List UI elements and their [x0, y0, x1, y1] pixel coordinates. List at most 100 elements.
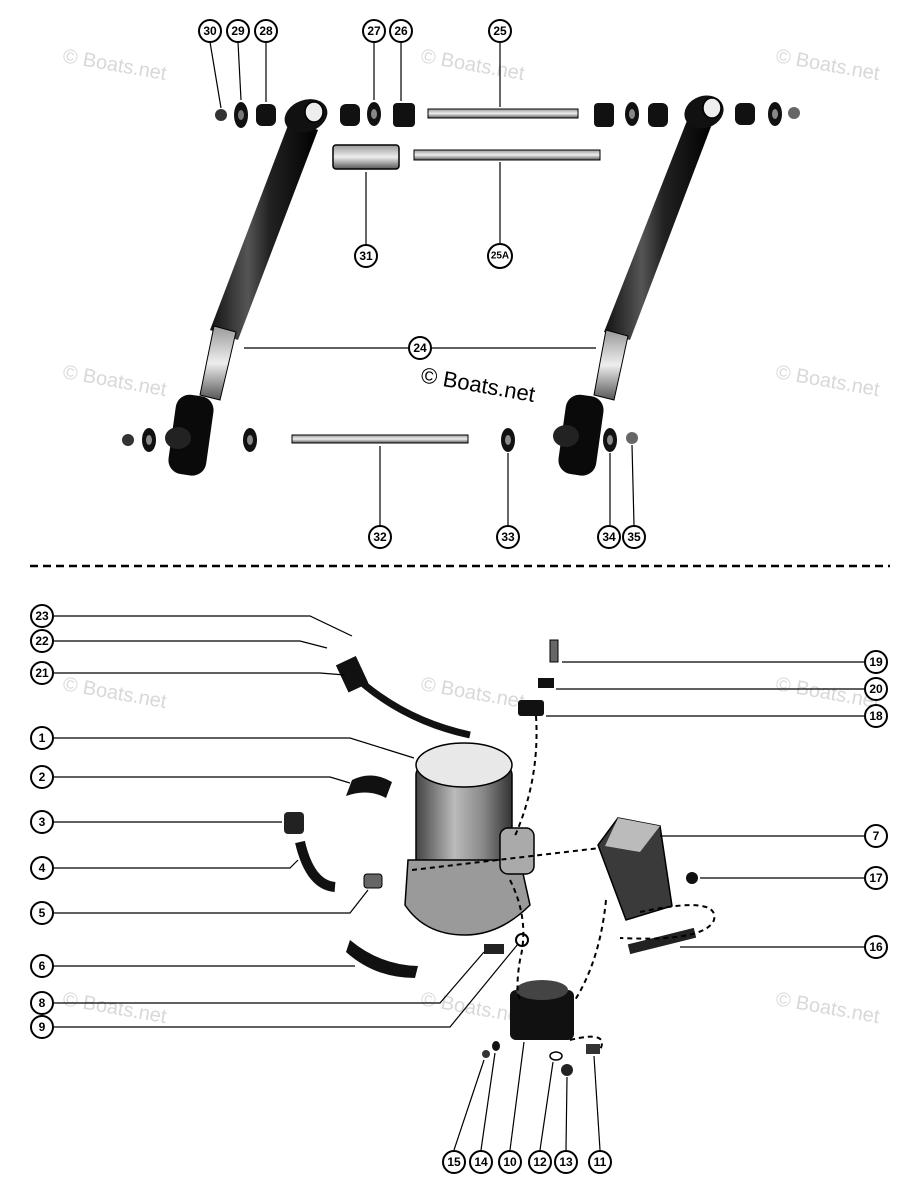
callout-4[interactable]: 4 — [30, 856, 54, 880]
callout-label: 25 — [493, 24, 507, 38]
callout-25a[interactable]: 25A — [487, 243, 513, 269]
callout-label: 23 — [35, 609, 49, 623]
callout-19[interactable]: 19 — [864, 650, 888, 674]
pin-part-32 — [291, 434, 469, 444]
callout-label: 21 — [35, 666, 49, 680]
callout-label: 25A — [491, 251, 509, 262]
bushing-part-26 — [393, 103, 415, 127]
callout-label: 27 — [367, 24, 381, 38]
pump-motor — [404, 742, 535, 936]
wire-harness — [513, 715, 538, 839]
callout-label: 5 — [39, 906, 46, 920]
nut-part-17 — [686, 872, 698, 884]
sleeve-part-31 — [332, 144, 400, 170]
callout-label: 29 — [231, 24, 245, 38]
callout-label: 11 — [594, 1155, 607, 1169]
left-trim-cylinder — [165, 99, 328, 476]
fitting-part-3 — [284, 812, 304, 834]
callout-label: 30 — [203, 24, 217, 38]
tube-part-25a — [413, 149, 601, 161]
callout-10[interactable]: 10 — [498, 1150, 522, 1174]
watermark: © Boats.net — [774, 988, 881, 1028]
screw-part-11 — [586, 1044, 600, 1054]
callout-9[interactable]: 9 — [30, 1015, 54, 1039]
callout-17[interactable]: 17 — [864, 866, 888, 890]
callout-25[interactable]: 25 — [488, 19, 512, 43]
bolt-part-8 — [484, 944, 504, 954]
solenoid-part-10 — [510, 980, 574, 1040]
callout-32[interactable]: 32 — [368, 525, 392, 549]
watermark: © Boats.net — [61, 361, 168, 401]
callout-16[interactable]: 16 — [864, 935, 888, 959]
callout-6[interactable]: 6 — [30, 954, 54, 978]
washer-part-14 — [492, 1041, 500, 1051]
bushing-right — [594, 103, 614, 127]
callout-label: 6 — [39, 959, 46, 973]
callout-24[interactable]: 24 — [408, 336, 432, 360]
callout-label: 26 — [394, 24, 408, 38]
callout-label: 1 — [39, 731, 46, 745]
callout-3[interactable]: 3 — [30, 810, 54, 834]
callout-7[interactable]: 7 — [864, 824, 888, 848]
callout-26[interactable]: 26 — [389, 19, 413, 43]
screw-part-19 — [549, 639, 559, 663]
nut-part-13 — [561, 1064, 573, 1076]
callout-27[interactable]: 27 — [362, 19, 386, 43]
callout-label: 14 — [474, 1155, 488, 1169]
callout-label: 15 — [447, 1155, 461, 1169]
callout-label: 16 — [869, 940, 883, 954]
nut-part-35 — [626, 432, 638, 444]
callout-31[interactable]: 31 — [354, 244, 378, 268]
callout-11[interactable]: 11 — [588, 1150, 612, 1174]
callout-label: 8 — [39, 996, 46, 1010]
bushing-part-28 — [256, 104, 276, 126]
nut-part-30 — [215, 109, 227, 121]
callout-label: 17 — [869, 871, 883, 885]
callout-1[interactable]: 1 — [30, 726, 54, 750]
bracket-part-7 — [597, 817, 673, 921]
callout-label: 4 — [39, 861, 46, 875]
callout-29[interactable]: 29 — [226, 19, 250, 43]
callout-label: 10 — [503, 1155, 517, 1169]
trim-cylinder-assembly — [122, 41, 800, 526]
right-trim-cylinder — [553, 95, 724, 476]
callout-22[interactable]: 22 — [30, 629, 54, 653]
callout-21[interactable]: 21 — [30, 661, 54, 685]
clamp-part-6 — [346, 940, 418, 978]
callout-label: 31 — [359, 249, 373, 263]
callout-13[interactable]: 13 — [554, 1150, 578, 1174]
clip-part-20 — [538, 678, 554, 688]
callout-8[interactable]: 8 — [30, 991, 54, 1015]
callout-2[interactable]: 2 — [30, 765, 54, 789]
callout-23[interactable]: 23 — [30, 604, 54, 628]
strap-part-2 — [346, 775, 392, 798]
watermark: © Boats.net — [61, 988, 168, 1028]
callout-30[interactable]: 30 — [198, 19, 222, 43]
callout-label: 13 — [559, 1155, 573, 1169]
callout-label: 7 — [873, 829, 880, 843]
callout-label: 2 — [39, 770, 46, 784]
callout-33[interactable]: 33 — [496, 525, 520, 549]
callout-14[interactable]: 14 — [469, 1150, 493, 1174]
callout-18[interactable]: 18 — [864, 704, 888, 728]
bolt-part-16 — [627, 927, 697, 955]
callout-label: 34 — [602, 530, 616, 544]
callout-label: 22 — [35, 634, 49, 648]
callout-28[interactable]: 28 — [254, 19, 278, 43]
connector-part-5 — [363, 873, 383, 889]
bushing-part-28b — [340, 104, 360, 126]
watermark: © Boats.net — [61, 45, 168, 85]
callout-34[interactable]: 34 — [597, 525, 621, 549]
callout-5[interactable]: 5 — [30, 901, 54, 925]
callout-label: 33 — [501, 530, 515, 544]
callout-label: 12 — [533, 1155, 547, 1169]
washer-part-12 — [549, 1051, 563, 1061]
callout-35[interactable]: 35 — [622, 525, 646, 549]
callout-20[interactable]: 20 — [864, 677, 888, 701]
watermark: © Boats.net — [419, 673, 526, 713]
callout-12[interactable]: 12 — [528, 1150, 552, 1174]
callout-15[interactable]: 15 — [442, 1150, 466, 1174]
callout-label: 9 — [39, 1020, 46, 1034]
clip-part-18 — [518, 700, 544, 716]
